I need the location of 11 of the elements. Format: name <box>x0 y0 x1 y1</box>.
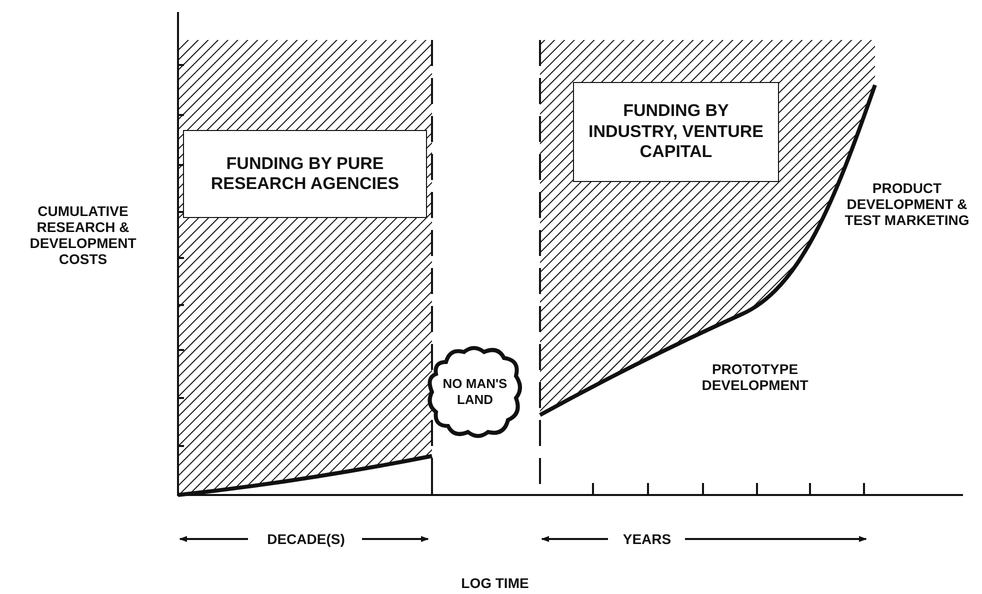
node-text: FUNDING BY PURE RESEARCH AGENCIES <box>210 154 400 194</box>
node-text: FUNDING BY INDUSTRY, VENTURE CAPITAL <box>588 101 764 163</box>
scale-label: YEARS <box>622 531 672 548</box>
funding-box <box>183 130 427 218</box>
node-text: NO MAN'S LAND <box>442 376 508 408</box>
funding-box <box>573 82 779 182</box>
scale-label: DECADE(S) <box>266 531 346 548</box>
stage-label: PRODUCT DEVELOPMENT & TEST MARKETING <box>844 180 970 228</box>
stage-label: PROTOTYPE DEVELOPMENT <box>700 361 810 394</box>
axis-title: CUMULATIVE RESEARCH & DEVELOPMENT COSTS <box>28 203 138 268</box>
axis-title: LOG TIME <box>460 575 530 592</box>
